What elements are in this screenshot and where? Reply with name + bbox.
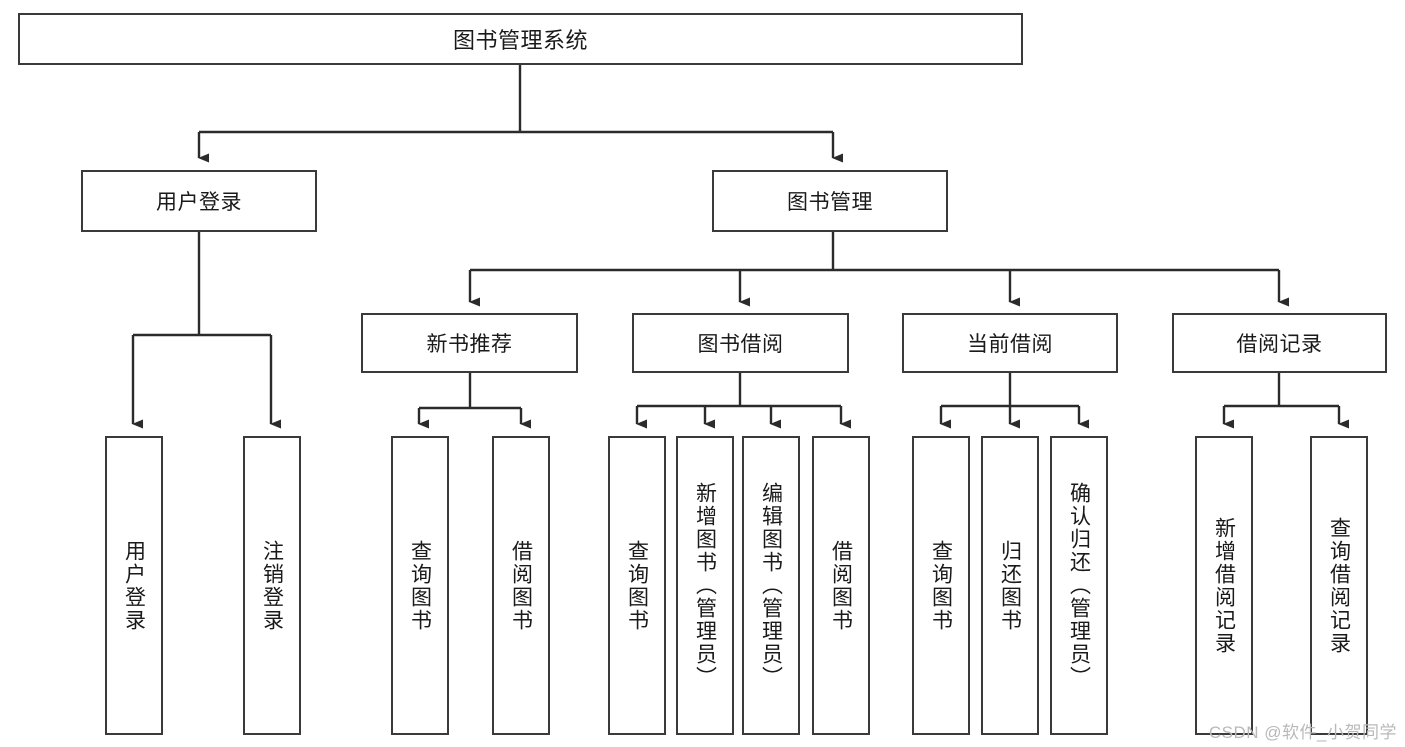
node-new-book-recommend[interactable]: 新书推荐: [361, 313, 578, 373]
node-current-borrow[interactable]: 当前借阅: [902, 313, 1118, 373]
leaf-current-confirm-return-admin[interactable]: 确认归还（管理员）: [1050, 436, 1108, 735]
node-label: 当前借阅: [967, 333, 1053, 356]
node-label: 新书推荐: [426, 333, 513, 356]
leaf-borrow-add-book-admin[interactable]: 新增图书（管理员）: [676, 436, 734, 735]
leaf-user-login-logout[interactable]: 注销登录: [243, 436, 301, 735]
leaf-borrow-edit-book-admin[interactable]: 编辑图书（管理员）: [742, 436, 800, 735]
leaf-borrow-borrow-book[interactable]: 借阅图书: [812, 436, 870, 735]
leaf-record-add-record[interactable]: 新增借阅记录: [1195, 436, 1253, 735]
node-user-login[interactable]: 用户登录: [81, 170, 317, 232]
leaf-current-query-book[interactable]: 查询图书: [912, 436, 970, 735]
node-label: 图书借阅: [697, 333, 784, 356]
node-label: 归还图书: [998, 539, 1022, 632]
node-label: 借阅记录: [1236, 333, 1323, 356]
node-label: 借阅图书: [509, 539, 533, 632]
node-label: 编辑图书（管理员）: [759, 482, 783, 689]
node-label: 新增图书（管理员）: [693, 482, 717, 689]
watermark-text: CSDN @软件_小贺同学: [1208, 723, 1397, 742]
node-label: 图书管理: [787, 191, 873, 214]
leaf-recommend-query-book[interactable]: 查询图书: [391, 436, 449, 735]
node-label: 用户登录: [156, 191, 242, 214]
leaf-recommend-borrow-book[interactable]: 借阅图书: [492, 436, 550, 735]
node-label: 图书管理系统: [452, 28, 588, 53]
node-label: 查询图书: [625, 539, 649, 632]
node-book-borrow[interactable]: 图书借阅: [632, 313, 849, 373]
node-root-system[interactable]: 图书管理系统: [18, 13, 1023, 65]
node-borrow-record[interactable]: 借阅记录: [1172, 313, 1387, 373]
node-book-management[interactable]: 图书管理: [712, 170, 948, 232]
leaf-current-return-book[interactable]: 归还图书: [981, 436, 1039, 735]
leaf-borrow-query-book[interactable]: 查询图书: [608, 436, 666, 735]
leaf-user-login-login[interactable]: 用户登录: [105, 436, 163, 735]
node-label: 借阅图书: [829, 539, 853, 632]
node-label: 确认归还（管理员）: [1067, 482, 1091, 689]
leaf-record-query-record[interactable]: 查询借阅记录: [1310, 436, 1368, 735]
node-label: 查询图书: [408, 539, 432, 632]
node-label: 注销登录: [260, 539, 284, 632]
node-label: 查询图书: [929, 539, 953, 632]
node-label: 用户登录: [122, 539, 146, 632]
node-label: 查询借阅记录: [1327, 516, 1351, 655]
node-label: 新增借阅记录: [1212, 516, 1236, 655]
